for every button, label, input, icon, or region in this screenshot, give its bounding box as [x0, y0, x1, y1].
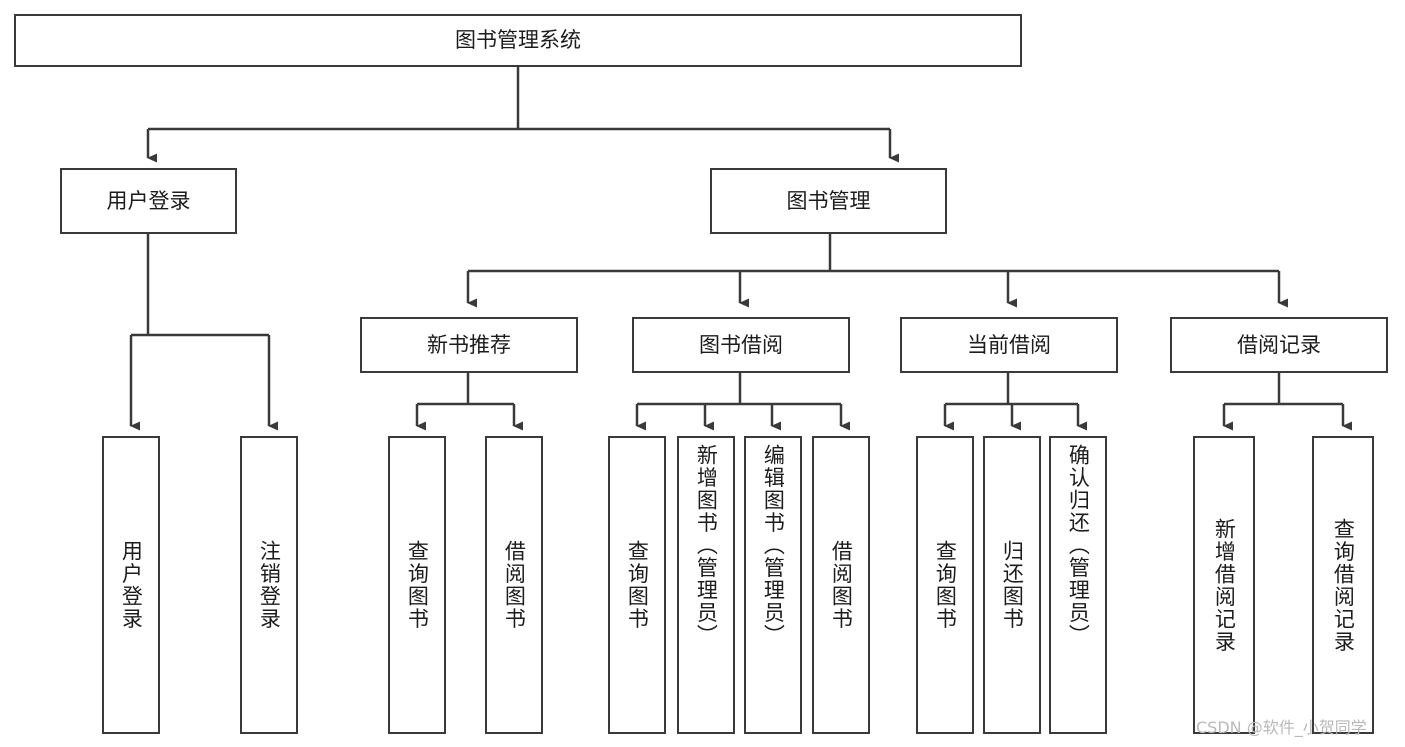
- node-label: 新书推荐: [427, 332, 511, 357]
- node-label: 注销登录: [257, 540, 282, 630]
- node-label: 图书借阅: [699, 332, 783, 357]
- node-label: 借阅图书: [829, 540, 854, 630]
- node-book-borrowing[interactable]: 图书借阅: [632, 317, 850, 373]
- node-label: 归还图书: [1000, 540, 1025, 630]
- leaf-add-borrow-record[interactable]: 新增借阅记录: [1193, 436, 1255, 734]
- node-user-login[interactable]: 用户登录: [60, 168, 237, 234]
- node-new-book-recommendation[interactable]: 新书推荐: [360, 317, 578, 373]
- node-label: 编辑图书（管理员）: [761, 444, 786, 647]
- leaf-query-books-borrow[interactable]: 查询图书: [608, 436, 666, 734]
- node-label: 图书管理: [786, 188, 871, 213]
- node-label: 查询图书: [625, 540, 650, 630]
- node-label: 借阅图书: [502, 540, 527, 630]
- leaf-user-login[interactable]: 用户登录: [102, 436, 160, 734]
- node-label: 用户登录: [119, 540, 144, 630]
- node-label: 新增图书（管理员）: [694, 444, 719, 647]
- node-label: 当前借阅: [967, 332, 1051, 357]
- leaf-query-books-current[interactable]: 查询图书: [916, 436, 974, 734]
- node-library-management-system[interactable]: 图书管理系统: [14, 14, 1022, 67]
- node-label: 新增借阅记录: [1212, 517, 1237, 653]
- leaf-borrow-books-recommend[interactable]: 借阅图书: [485, 436, 543, 734]
- node-current-borrowing[interactable]: 当前借阅: [900, 317, 1118, 373]
- leaf-confirm-return-admin[interactable]: 确认归还（管理员）: [1049, 436, 1107, 734]
- csdn-watermark: CSDN @软件_小贺同学: [1196, 718, 1367, 737]
- node-label: 用户登录: [106, 188, 191, 213]
- node-label: 查询图书: [405, 540, 430, 630]
- leaf-borrow-books[interactable]: 借阅图书: [812, 436, 870, 734]
- node-label: 确认归还（管理员）: [1066, 444, 1091, 647]
- leaf-query-books-recommend[interactable]: 查询图书: [388, 436, 446, 734]
- node-label: 查询借阅记录: [1331, 517, 1356, 653]
- node-label: 借阅记录: [1237, 332, 1321, 357]
- leaf-return-books[interactable]: 归还图书: [983, 436, 1041, 734]
- leaf-add-book-admin[interactable]: 新增图书（管理员）: [677, 436, 735, 734]
- node-label: 查询图书: [933, 540, 958, 630]
- leaf-edit-book-admin[interactable]: 编辑图书（管理员）: [744, 436, 802, 734]
- node-book-management[interactable]: 图书管理: [710, 168, 947, 234]
- leaf-logout[interactable]: 注销登录: [240, 436, 298, 734]
- node-label: 图书管理系统: [455, 28, 581, 53]
- node-borrowing-records[interactable]: 借阅记录: [1170, 317, 1388, 373]
- leaf-query-borrow-record[interactable]: 查询借阅记录: [1312, 436, 1374, 734]
